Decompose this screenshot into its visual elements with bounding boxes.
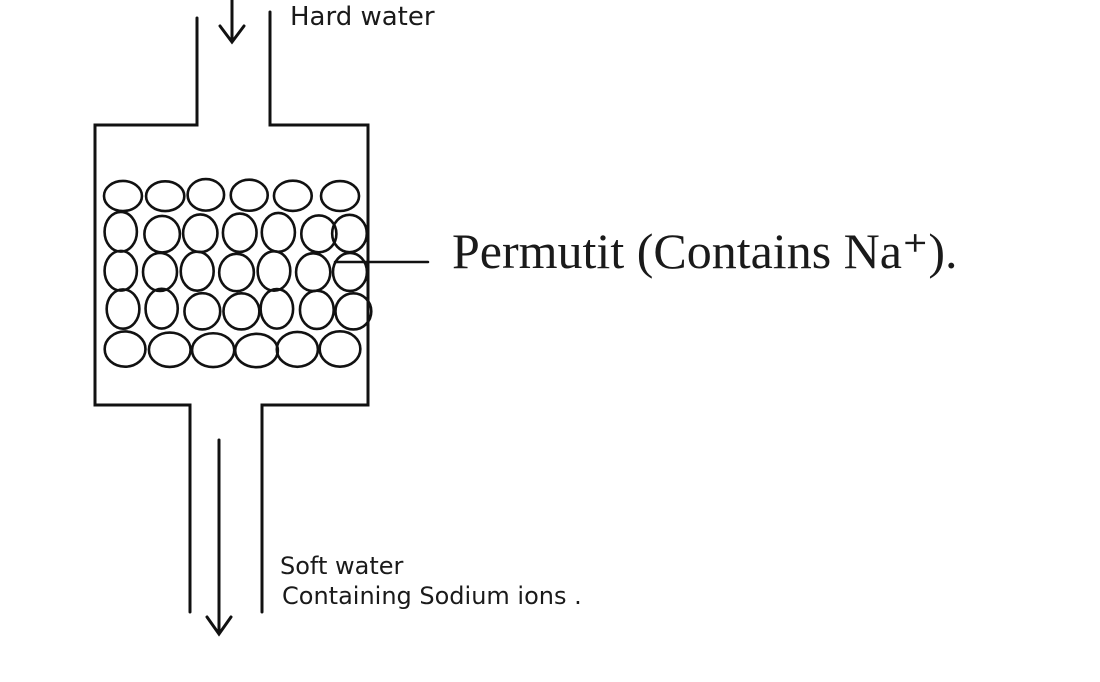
hard-water-label: Hard water	[290, 2, 435, 32]
pellet	[186, 177, 226, 212]
pellet	[272, 179, 314, 213]
pellet	[294, 252, 332, 293]
pellet	[103, 249, 139, 292]
pellet	[147, 331, 192, 369]
pellet	[334, 291, 373, 331]
pellet	[229, 178, 270, 213]
pellet	[259, 287, 295, 330]
pellet	[105, 288, 141, 330]
pellet	[181, 213, 219, 254]
pellet	[102, 179, 144, 213]
pellet	[179, 250, 215, 293]
pellet	[217, 252, 256, 293]
pellet	[183, 291, 222, 331]
inlet-pipe-right	[260, 10, 370, 614]
inlet-pipe-left	[93, 16, 199, 614]
inlet-arrow-icon	[218, 0, 246, 45]
pellet	[103, 210, 139, 253]
pellet	[141, 251, 179, 293]
pellet	[256, 249, 292, 292]
soft-water-label: Soft water	[280, 552, 404, 580]
pellet	[331, 251, 369, 293]
pellet	[144, 180, 186, 213]
pellet	[299, 214, 338, 254]
pellet	[275, 330, 320, 369]
sodium-ions-label: Containing Sodium ions .	[282, 582, 582, 610]
pellet	[318, 330, 362, 368]
outlet-arrow-icon	[205, 438, 233, 637]
pellet	[221, 212, 258, 254]
pellet	[233, 332, 280, 369]
pellet	[144, 287, 180, 330]
pellet	[222, 292, 261, 331]
pellet	[103, 330, 147, 368]
pellet	[143, 214, 182, 254]
pellet	[319, 179, 361, 213]
pellet	[260, 211, 297, 254]
permutit-pellets	[102, 177, 373, 369]
pellet	[190, 331, 236, 369]
permutit-label: Permutit (Contains Na⁺).	[452, 223, 958, 279]
pellet	[298, 289, 336, 331]
